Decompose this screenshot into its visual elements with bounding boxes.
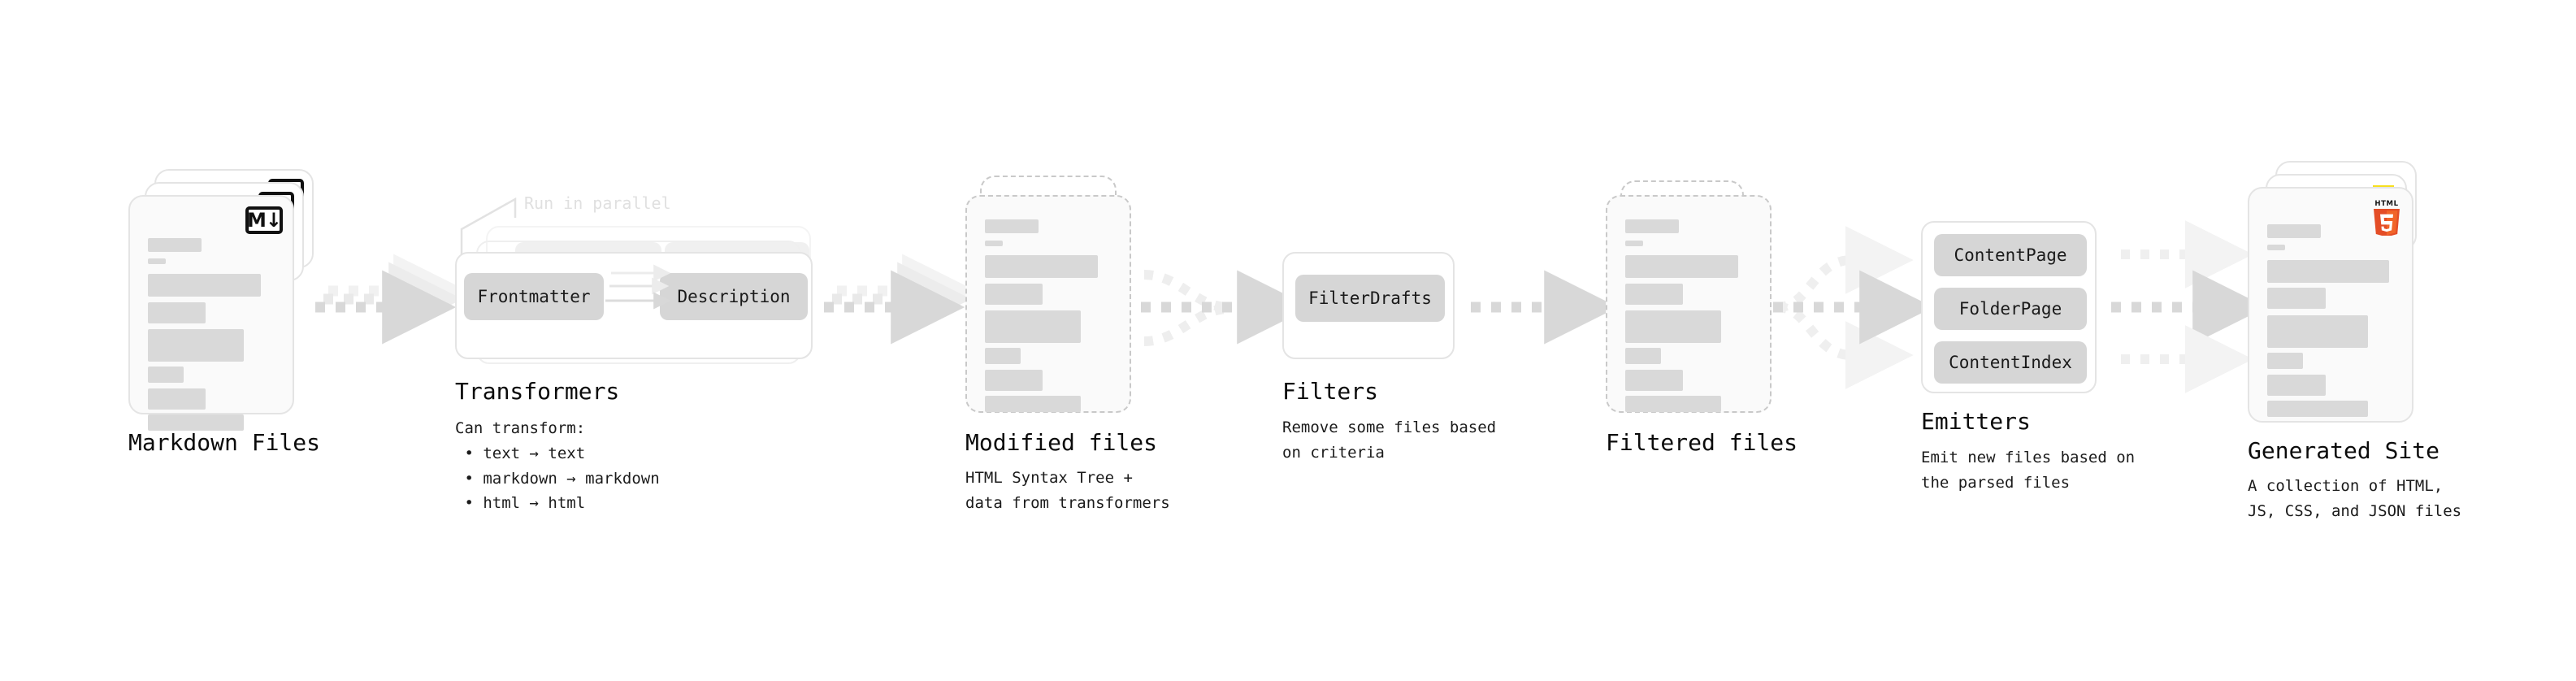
skeleton-bar xyxy=(985,310,1081,343)
skeleton-bar xyxy=(985,348,1021,364)
stage-title-transformers: Transformers xyxy=(455,378,620,405)
run-in-parallel-annotation: Run in parallel xyxy=(524,193,671,213)
skeleton-bar xyxy=(148,367,184,383)
skeleton-bar xyxy=(2267,375,2326,396)
skeleton-bar xyxy=(985,255,1098,278)
skeleton-bar xyxy=(148,388,206,410)
stage-title-emitters: Emitters xyxy=(1921,408,2031,435)
site-card-front: HTML xyxy=(2248,187,2413,423)
stage-title-filters: Filters xyxy=(1282,378,1379,405)
skeleton-bar xyxy=(1625,219,1679,233)
skeleton-bar xyxy=(148,329,244,362)
connector-transformers-to-modified xyxy=(824,254,977,345)
filter-pill-filterdrafts[interactable]: FilterDrafts xyxy=(1295,275,1445,322)
transformer-group-front: Frontmatter Description xyxy=(455,252,813,359)
transformer-pill-description[interactable]: Description xyxy=(660,273,808,320)
skeleton-bar xyxy=(2267,245,2285,250)
skeleton-bar xyxy=(2267,224,2321,238)
connector-emitters-to-site xyxy=(2111,220,2267,393)
emitters-group: ContentPage FolderPage ContentIndex xyxy=(1921,221,2097,393)
stage-subtitle-modified-files: HTML Syntax Tree + data from transformer… xyxy=(965,469,1170,512)
skeleton-bar xyxy=(1625,396,1721,412)
skeleton-bar xyxy=(1625,370,1683,391)
skeleton-bar xyxy=(1625,284,1683,305)
stage-subtitle-emitters: Emit new files based on the parsed files xyxy=(1921,449,2136,492)
markdown-card-front: M↓ xyxy=(128,195,294,431)
skeleton-bar xyxy=(2267,401,2368,417)
skeleton-bar xyxy=(985,241,1003,246)
skeleton-bar xyxy=(2267,260,2389,283)
emitter-pill-folderpage[interactable]: FolderPage xyxy=(1934,288,2087,330)
skeleton-bar xyxy=(1625,255,1738,278)
connector-modified-to-filters xyxy=(1141,270,1312,346)
skeleton-bar xyxy=(148,414,244,431)
filters-group: FilterDrafts xyxy=(1282,252,1455,359)
svg-text:HTML: HTML xyxy=(2374,200,2398,208)
skeleton-bar xyxy=(148,274,261,297)
skeleton-bar xyxy=(2267,353,2303,369)
emitter-pill-contentpage[interactable]: ContentPage xyxy=(1934,234,2087,276)
filtered-card-front xyxy=(1606,195,1772,413)
skeleton-bar xyxy=(148,238,202,252)
stage-subtitle-generated-site: A collection of HTML, JS, CSS, and JSON … xyxy=(2248,477,2462,520)
html5-icon: HTML xyxy=(2374,200,2400,236)
skeleton-bar xyxy=(2267,315,2368,348)
skeleton-bar xyxy=(985,370,1043,391)
skeleton-bar xyxy=(1625,241,1643,246)
stage-subtitle-transformers: Can transform: • text → text • markdown … xyxy=(455,419,660,513)
connector-filtered-to-emitters xyxy=(1773,226,1934,389)
stage-subtitle-filters: Remove some files based on criteria xyxy=(1282,419,1497,462)
skeleton-bar xyxy=(985,284,1043,305)
stage-title-filtered-files: Filtered files xyxy=(1606,429,1798,456)
skeleton-bar xyxy=(1625,348,1661,364)
stage-title-markdown-files: Markdown Files xyxy=(128,429,321,456)
skeleton-bar xyxy=(1625,310,1721,343)
skeleton-bar xyxy=(148,302,206,323)
modified-card-front xyxy=(965,195,1131,413)
skeleton-bar xyxy=(148,258,166,264)
emitter-pill-contentindex[interactable]: ContentIndex xyxy=(1934,341,2087,384)
stage-title-modified-files: Modified files xyxy=(965,429,1158,456)
connector-md-to-transformers xyxy=(315,254,468,345)
skeleton-bar xyxy=(985,396,1081,412)
markdown-icon: M↓ xyxy=(245,206,283,234)
run-in-parallel-leader xyxy=(460,197,517,260)
stage-title-generated-site: Generated Site xyxy=(2248,437,2440,464)
skeleton-bar xyxy=(2267,288,2326,309)
transformer-pill-frontmatter[interactable]: Frontmatter xyxy=(464,273,604,320)
skeleton-bar xyxy=(985,219,1039,233)
